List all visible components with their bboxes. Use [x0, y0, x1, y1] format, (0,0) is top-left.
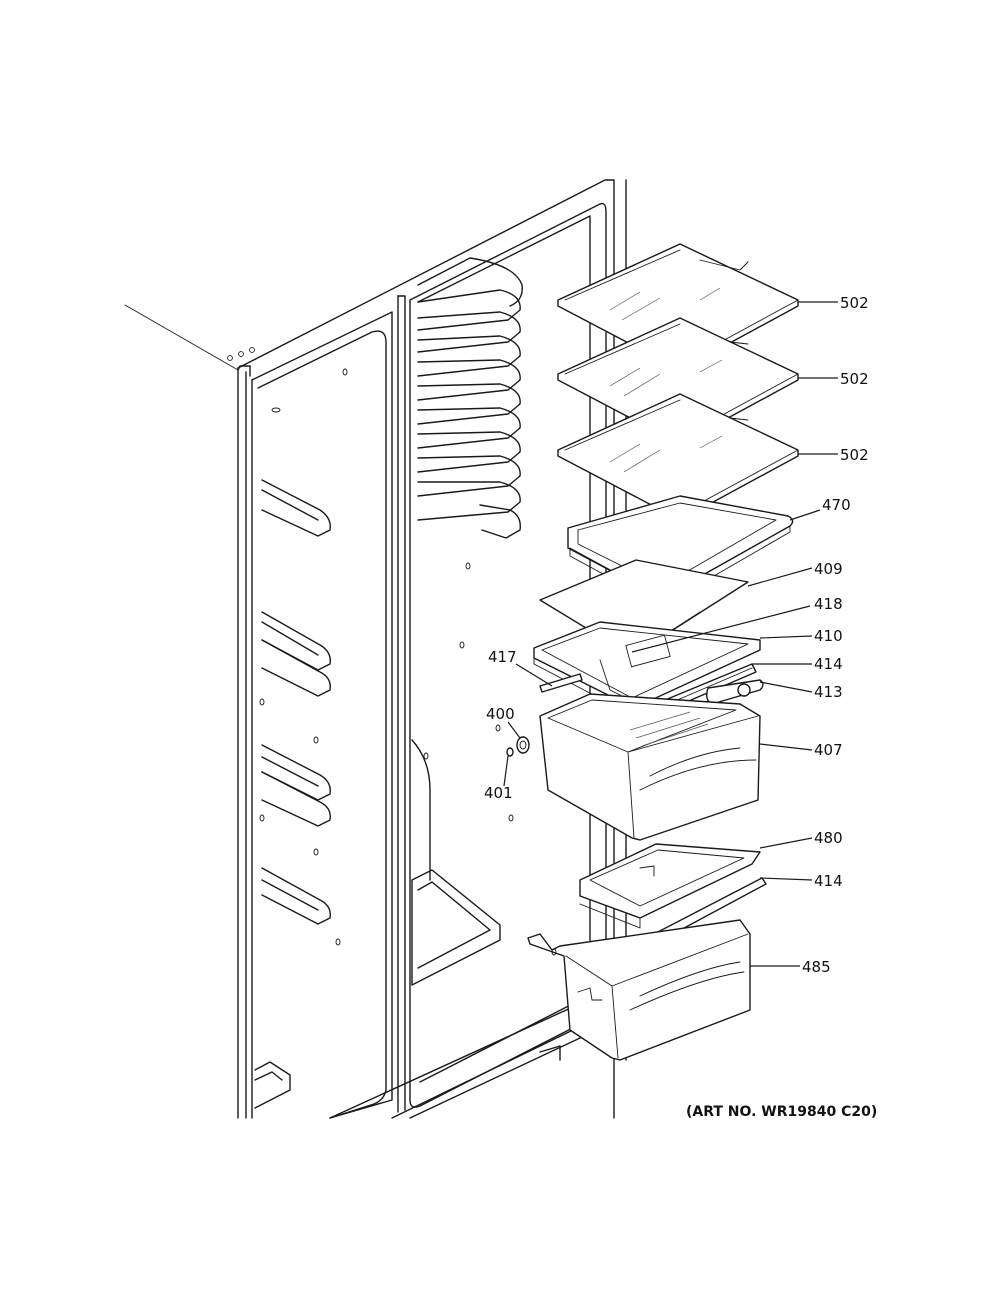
rod-417 [539, 673, 583, 693]
callout-407: 407 [814, 741, 843, 759]
glass-shelf-502-lower [557, 393, 799, 521]
callout-410: 410 [814, 627, 843, 645]
crisper-drawer-407 [539, 693, 761, 841]
callout-502-top: 502 [840, 294, 869, 312]
shelf-support-rails [417, 257, 523, 539]
callout-labels: 502 502 502 470 409 418 410 417 414 413 … [484, 294, 869, 976]
callout-502-lower: 502 [840, 446, 869, 464]
callout-414-upper: 414 [814, 655, 843, 673]
meat-pan-drawer-485 [527, 919, 751, 1061]
leader-lines [503, 301, 838, 967]
callout-485: 485 [802, 958, 831, 976]
callout-414-lower: 414 [814, 872, 843, 890]
callout-417: 417 [488, 648, 517, 666]
glass-shelf-502-top [557, 243, 799, 371]
art-number: (ART NO. WR19840 C20) [686, 1104, 877, 1120]
callout-502-middle: 502 [840, 370, 869, 388]
callout-470: 470 [822, 496, 851, 514]
callout-400: 400 [486, 705, 515, 723]
callout-413: 413 [814, 683, 843, 701]
callout-418: 418 [814, 595, 843, 613]
roller-413 [705, 679, 764, 705]
callout-401: 401 [484, 784, 513, 802]
callout-409: 409 [814, 560, 843, 578]
side-wall-rails [259, 368, 514, 946]
grommet-400 [516, 736, 530, 754]
screw-401 [506, 747, 514, 757]
pan-cover-480 [579, 843, 761, 929]
callout-480: 480 [814, 829, 843, 847]
